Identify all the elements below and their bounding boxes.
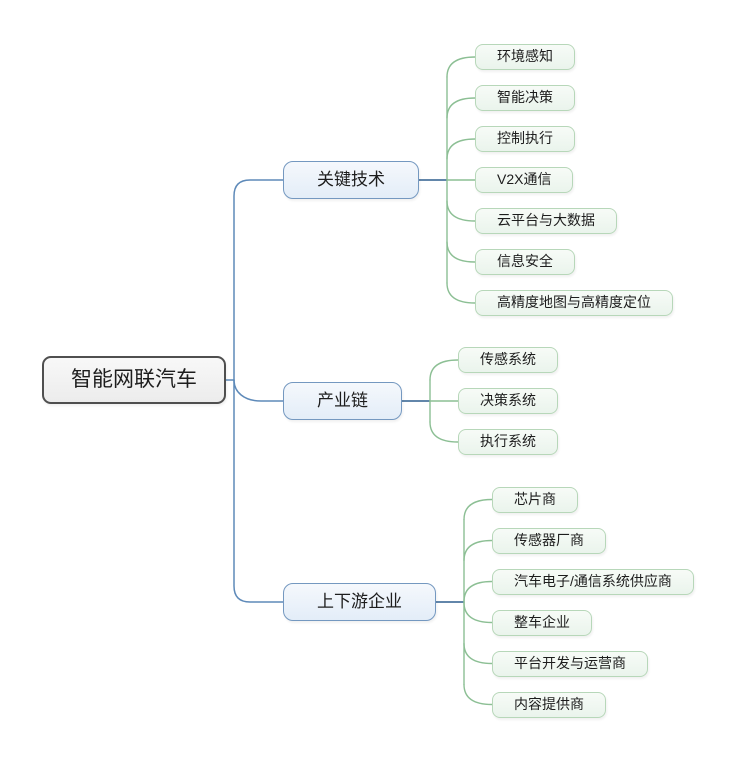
leaf-node[interactable]: 传感系统: [458, 347, 558, 373]
leaf-node[interactable]: 汽车电子/通信系统供应商: [492, 568, 694, 595]
leaf-node[interactable]: V2X通信: [475, 167, 574, 193]
connector-branch-leaf: [446, 56, 476, 78]
connector-root-branch: [233, 379, 284, 603]
leaf-node[interactable]: 芯片商: [492, 486, 578, 513]
connector-root-branch: [225, 179, 284, 381]
leaf-node[interactable]: 控制执行: [475, 126, 575, 152]
connector-branch-leaf: [463, 498, 493, 521]
leaf-node[interactable]: 平台开发与运营商: [492, 650, 648, 677]
leaf-node[interactable]: 决策系统: [458, 388, 558, 414]
connector-branch-leaf: [463, 683, 493, 706]
root-node[interactable]: 智能网联汽车: [42, 356, 226, 404]
branch-node[interactable]: 关键技术: [283, 161, 419, 199]
branch-node[interactable]: 上下游企业: [283, 583, 436, 621]
leaf-node[interactable]: 整车企业: [492, 609, 592, 636]
leaf-node[interactable]: 高精度地图与高精度定位: [475, 290, 673, 316]
branch-node[interactable]: 产业链: [283, 382, 402, 420]
leaf-node[interactable]: 智能决策: [475, 85, 575, 111]
connector-branch-leaf: [446, 282, 476, 304]
connector-branch-leaf: [429, 359, 459, 381]
connector-branch-leaf: [429, 421, 459, 443]
leaf-node[interactable]: 内容提供商: [492, 691, 606, 718]
leaf-node[interactable]: 传感器厂商: [492, 527, 606, 554]
leaf-node[interactable]: 环境感知: [475, 44, 575, 70]
leaf-node[interactable]: 信息安全: [475, 249, 575, 275]
leaf-node[interactable]: 云平台与大数据: [475, 208, 617, 234]
leaf-node[interactable]: 执行系统: [458, 429, 558, 455]
